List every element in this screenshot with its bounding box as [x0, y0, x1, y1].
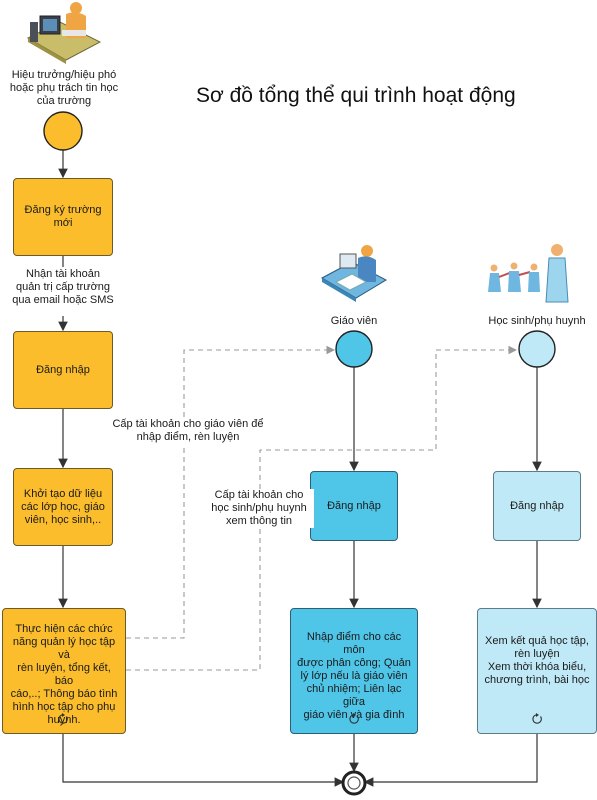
students-parent-icon [488, 244, 569, 303]
student-account-grant-note: Cấp tài khoản cho học sinh/phụ huynh xem… [204, 489, 314, 528]
loop-icon [58, 713, 68, 724]
teacher-desk-icon [320, 245, 388, 302]
student-login-task: Đăng nhập [493, 471, 581, 541]
init-data-task: Khởi tạo dữ liệu các lớp học, giáo viên,… [13, 468, 113, 546]
teacher-actor-label: Giáo viên [330, 315, 378, 327]
page-title: Sơ đồ tổng thể qui trình hoạt động [196, 84, 516, 107]
school-login-task: Đăng nhập [13, 331, 113, 409]
student-start-event [518, 330, 556, 368]
student-loop-icon [532, 713, 542, 724]
register-school-task: Đăng ký trường mới [13, 178, 113, 256]
teacher-account-grant-note: Cấp tài khoản cho giáo viên để nhập điểm… [108, 418, 268, 444]
student-tasks: Xem kết quả học tập, rèn luyện Xem thời … [477, 608, 597, 734]
manage-functions-task: Thực hiện các chức năng quản lý học tập … [2, 608, 126, 734]
teacher-start-event [335, 330, 373, 368]
admin-account-note: Nhận tài khoản quản trị cấp trường qua e… [2, 268, 124, 307]
start-event [43, 111, 83, 151]
teacher-tasks: Nhập điểm cho các môn được phân công; Qu… [290, 608, 418, 734]
teacher-login-task: Đăng nhập [310, 471, 398, 541]
principal-computer-icon [26, 2, 102, 64]
end-event [341, 770, 367, 796]
teacher-loop-icon [349, 713, 359, 724]
principal-actor-label: Hiệu trưởng/hiệu phó hoặc phụ trách tin … [9, 69, 119, 107]
student-parent-actor-label: Học sinh/phụ huynh [488, 315, 586, 327]
